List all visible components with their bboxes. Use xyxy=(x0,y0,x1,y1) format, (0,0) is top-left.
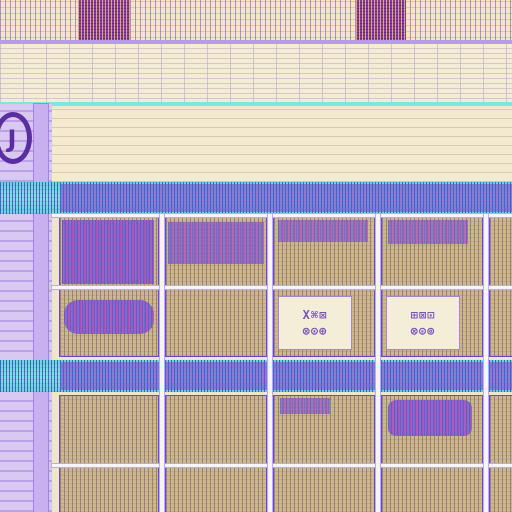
cell-r2-c2 xyxy=(165,289,267,357)
power-strap-h1 xyxy=(51,213,512,218)
glyph-row-2: ⊗⊙⊕ xyxy=(302,324,328,338)
power-strap-v4 xyxy=(483,213,489,512)
cell-r4-c1 xyxy=(59,467,159,512)
bus-upper-routing xyxy=(60,184,512,212)
top-macro-right xyxy=(356,0,406,42)
top-macro-left xyxy=(78,0,130,42)
power-strap-v1 xyxy=(159,213,165,512)
cell-r4-c2 xyxy=(165,467,267,512)
glyph-row-1: ⊞⊠⊡ xyxy=(410,308,436,322)
cell-r2-c5 xyxy=(489,289,512,357)
power-strap-h3 xyxy=(51,463,512,468)
left-power-strap xyxy=(33,103,49,512)
cell-r3-c5 xyxy=(489,395,512,465)
upper-routing-band xyxy=(0,44,512,104)
beige-routing-band xyxy=(52,108,512,182)
cyan-rail-top xyxy=(0,102,512,106)
cell-r3-c1 xyxy=(59,395,159,465)
bus-lower-routing xyxy=(60,362,512,390)
power-strap-v2 xyxy=(267,213,273,512)
top-io-stripe xyxy=(0,0,512,44)
power-strap-h2 xyxy=(51,285,512,290)
logo-ring xyxy=(0,112,32,164)
cell-r2-c1-routing xyxy=(64,300,154,334)
cell-r1-c2-routing xyxy=(168,222,264,264)
power-strap-v3 xyxy=(375,213,381,512)
cell-r1-c1-routing xyxy=(62,220,154,284)
cell-r3-c3-routing xyxy=(280,398,330,414)
cell-r4-c5 xyxy=(489,467,512,512)
glyph-panel-left: X⌘⊠ ⊗⊙⊕ xyxy=(278,296,352,350)
glyph-row-1: X⌘⊠ xyxy=(302,308,328,322)
glyph-panel-right: ⊞⊠⊡ ⊗⊙⊚ xyxy=(386,296,460,350)
cell-r4-c3 xyxy=(273,467,375,512)
cell-r1-c4-routing xyxy=(388,220,468,244)
cell-r3-c4-routing xyxy=(388,400,472,436)
cell-r4-c4 xyxy=(381,467,483,512)
logo-glyph: J xyxy=(7,125,17,153)
cell-r3-c2 xyxy=(165,395,267,465)
top-power-rail xyxy=(0,40,512,45)
cell-r1-c3-routing xyxy=(278,220,368,242)
glyph-row-2: ⊗⊙⊚ xyxy=(410,324,436,338)
cell-r1-c5 xyxy=(489,217,512,287)
